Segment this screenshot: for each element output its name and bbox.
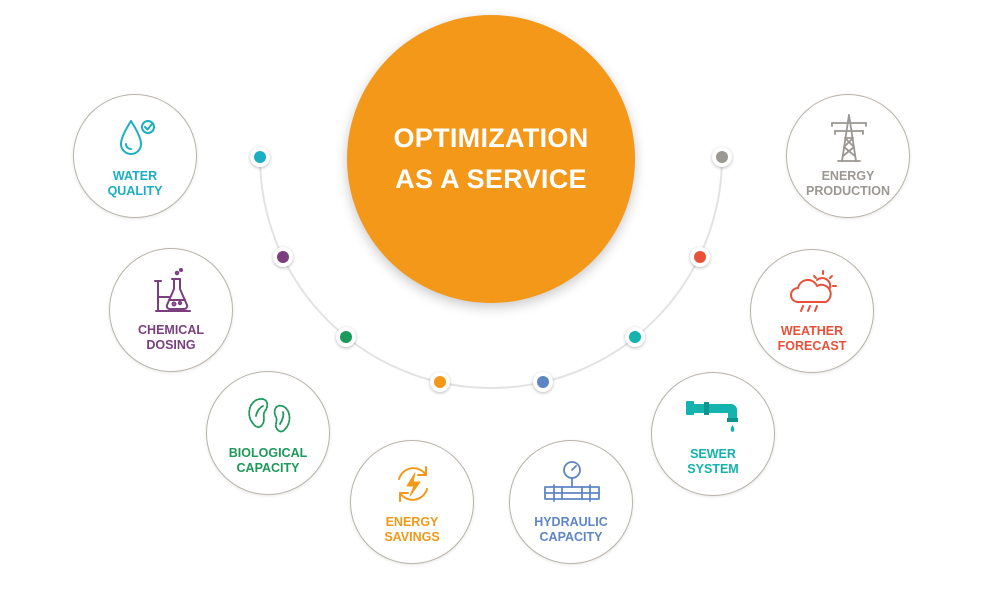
recycle-energy-icon	[398, 466, 428, 502]
dot-sewer-system	[625, 327, 645, 347]
item-energy-production-line2: PRODUCTION	[805, 184, 891, 198]
dot-water-quality	[250, 147, 270, 167]
center-title-line1: OPTIMIZATION	[393, 123, 589, 153]
center-circle: OPTIMIZATION AS A SERVICE	[347, 15, 635, 303]
dot-chemical-dosing-fill	[277, 251, 289, 263]
item-energy-savings-line2: SAVINGS	[384, 530, 440, 544]
dot-hydraulic-capacity	[533, 372, 553, 392]
item-energy-savings-line1: ENERGY	[385, 515, 439, 529]
dot-water-quality-fill	[254, 151, 266, 163]
item-biological-capacity-line2: CAPACITY	[236, 461, 300, 475]
item-weather-forecast-line2: FORECAST	[777, 339, 847, 353]
item-biological-capacity[interactable]: BIOLOGICAL CAPACITY	[206, 371, 330, 495]
item-hydraulic-capacity[interactable]: HYDRAULIC CAPACITY	[509, 440, 633, 564]
dot-sewer-system-fill	[629, 331, 641, 343]
item-water-quality-line1: WATER	[112, 169, 158, 183]
weather-cloud-rain-icon	[790, 270, 837, 312]
dot-biological-capacity	[336, 327, 356, 347]
item-chemical-dosing-line2: DOSING	[146, 338, 196, 352]
item-hydraulic-capacity-line2: CAPACITY	[539, 530, 603, 544]
item-water-quality[interactable]: WATER QUALITY	[73, 94, 197, 218]
item-water-quality-line2: QUALITY	[107, 184, 163, 198]
dot-energy-savings-fill	[434, 376, 446, 388]
item-sewer-system-line1: SEWER	[690, 447, 736, 461]
center-title-line2: AS A SERVICE	[395, 164, 587, 194]
item-chemical-dosing-line1: CHEMICAL	[138, 323, 204, 337]
item-chemical-dosing[interactable]: CHEMICAL DOSING	[109, 248, 233, 372]
item-sewer-system[interactable]: SEWER SYSTEM	[651, 372, 775, 496]
dot-energy-production-fill	[716, 151, 728, 163]
faucet-pipe-icon	[686, 401, 738, 432]
dot-energy-savings	[430, 372, 450, 392]
item-hydraulic-capacity-line1: HYDRAULIC	[534, 515, 608, 529]
dot-weather-forecast-fill	[694, 251, 706, 263]
power-pylon-icon	[831, 114, 867, 162]
dot-biological-capacity-fill	[340, 331, 352, 343]
dot-weather-forecast	[690, 247, 710, 267]
item-energy-production[interactable]: ENERGY PRODUCTION	[786, 94, 910, 218]
item-weather-forecast[interactable]: WEATHER FORECAST	[750, 249, 874, 373]
dot-energy-production	[712, 147, 732, 167]
flask-icon	[154, 268, 191, 312]
item-sewer-system-line2: SYSTEM	[687, 462, 739, 476]
bacteria-icon	[248, 398, 291, 433]
water-drop-check-icon	[120, 120, 155, 155]
item-energy-production-line1: ENERGY	[821, 169, 875, 183]
pressure-gauge-pipe-icon	[544, 461, 600, 502]
dot-chemical-dosing	[273, 247, 293, 267]
item-weather-forecast-line1: WEATHER	[780, 324, 844, 338]
item-energy-savings[interactable]: ENERGY SAVINGS	[350, 440, 474, 564]
item-biological-capacity-line1: BIOLOGICAL	[228, 446, 308, 460]
dot-hydraulic-capacity-fill	[537, 376, 549, 388]
